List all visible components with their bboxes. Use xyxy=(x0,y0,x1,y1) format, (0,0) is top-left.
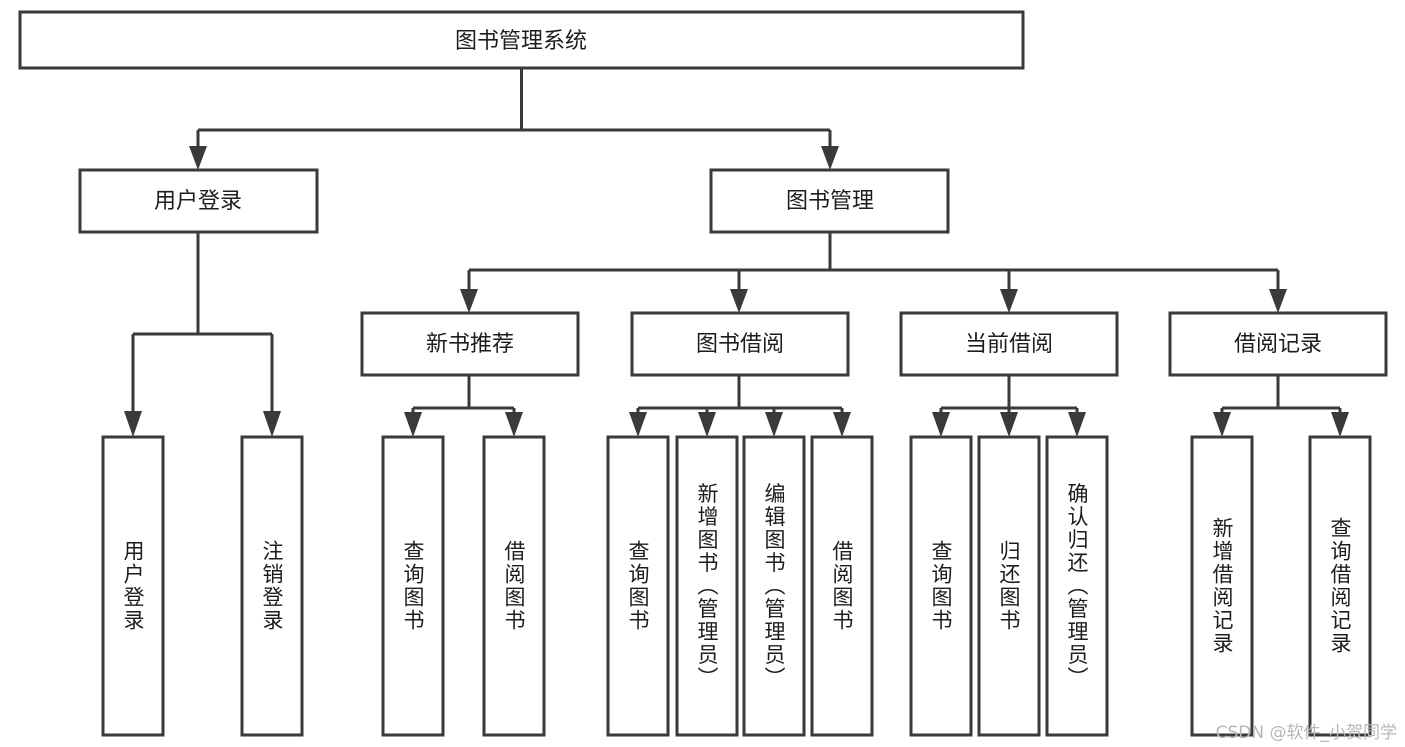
node-leaf-query-record[interactable]: 查询借阅记录 xyxy=(1308,435,1372,737)
arrow-head-leaf-query-book-2 xyxy=(629,412,647,437)
arrow-head-leaf-query-book-1 xyxy=(404,412,422,437)
node-leaf-query-book-1-box[interactable] xyxy=(381,435,445,737)
arrow-head-leaf-edit-book xyxy=(765,412,783,437)
node-leaf-edit-book[interactable]: 编辑图书（管理员） xyxy=(742,435,806,737)
node-new-book-recommend[interactable]: 新书推荐 xyxy=(360,311,580,377)
node-leaf-query-book-3-label: 查询图书 xyxy=(929,540,953,632)
arrow-head-leaf-query-book-3 xyxy=(932,412,950,437)
arrow-head-leaf-borrow-book-2 xyxy=(833,412,851,437)
node-borrow-record-label: 借阅记录 xyxy=(1234,332,1322,357)
node-new-book-recommend-label: 新书推荐 xyxy=(426,332,514,357)
node-root[interactable]: 图书管理系统 xyxy=(18,10,1025,70)
connector-group-root xyxy=(189,68,839,170)
node-root-box[interactable] xyxy=(18,10,1025,70)
node-leaf-add-record[interactable]: 新增借阅记录 xyxy=(1190,435,1254,737)
node-leaf-query-book-2[interactable]: 查询图书 xyxy=(606,435,670,737)
node-user-login-box[interactable] xyxy=(78,168,319,234)
arrow-head-leaf-borrow-book-1 xyxy=(505,412,523,437)
node-leaf-query-book-1[interactable]: 查询图书 xyxy=(381,435,445,737)
arrow-head-leaf-add-record xyxy=(1213,412,1231,437)
node-book-management-label: 图书管理 xyxy=(786,189,874,214)
connector-group-new-book-recommend xyxy=(404,375,523,437)
node-new-book-recommend-box[interactable] xyxy=(360,311,580,377)
arrow-head-leaf-user-login xyxy=(124,411,142,437)
arrow-head-book-management xyxy=(821,146,839,170)
node-leaf-borrow-book-2-label: 借阅图书 xyxy=(830,540,854,632)
node-leaf-borrow-book-2-box[interactable] xyxy=(810,435,874,737)
node-current-borrow-box[interactable] xyxy=(899,311,1119,377)
arrow-head-leaf-user-logout xyxy=(263,411,281,437)
node-leaf-user-login-box[interactable] xyxy=(101,435,165,737)
node-borrow-record[interactable]: 借阅记录 xyxy=(1168,311,1388,377)
node-leaf-add-book-label: 新增图书（管理员） xyxy=(695,483,719,690)
node-book-management[interactable]: 图书管理 xyxy=(709,168,950,234)
node-current-borrow-label: 当前借阅 xyxy=(965,332,1053,357)
node-leaf-return-book[interactable]: 归还图书 xyxy=(977,435,1041,737)
arrow-head-book-borrow xyxy=(730,289,748,313)
node-book-borrow-box[interactable] xyxy=(630,311,850,377)
node-leaf-add-record-box[interactable] xyxy=(1190,435,1254,737)
connector-group-book-management xyxy=(460,232,1287,313)
node-leaf-return-book-label: 归还图书 xyxy=(997,540,1021,632)
connector-group-book-borrow xyxy=(629,375,851,437)
arrow-head-user-login xyxy=(189,146,207,170)
node-leaf-query-book-2-label: 查询图书 xyxy=(626,540,650,632)
node-leaf-user-login[interactable]: 用户登录 xyxy=(101,435,165,737)
node-leaf-borrow-book-2[interactable]: 借阅图书 xyxy=(810,435,874,737)
node-current-borrow[interactable]: 当前借阅 xyxy=(899,311,1119,377)
node-leaf-user-logout-box[interactable] xyxy=(240,435,304,737)
node-leaf-confirm-return-label: 确认归还（管理员） xyxy=(1065,483,1089,690)
arrow-head-leaf-add-book xyxy=(698,412,716,437)
node-leaf-borrow-book-1-label: 借阅图书 xyxy=(502,540,526,632)
node-user-login-label: 用户登录 xyxy=(154,189,242,214)
node-leaf-query-book-1-label: 查询图书 xyxy=(401,540,425,632)
arrow-head-leaf-query-record xyxy=(1331,412,1349,437)
node-user-login[interactable]: 用户登录 xyxy=(78,168,319,234)
arrow-head-borrow-record xyxy=(1269,289,1287,313)
node-leaf-add-book-box[interactable] xyxy=(675,435,739,737)
node-leaf-add-record-label: 新增借阅记录 xyxy=(1210,517,1234,655)
node-leaf-borrow-book-1[interactable]: 借阅图书 xyxy=(482,435,546,737)
node-leaf-confirm-return[interactable]: 确认归还（管理员） xyxy=(1045,435,1109,737)
node-leaf-query-book-3[interactable]: 查询图书 xyxy=(909,435,973,737)
node-leaf-return-book-box[interactable] xyxy=(977,435,1041,737)
node-leaf-query-record-box[interactable] xyxy=(1308,435,1372,737)
arrow-head-leaf-confirm-return xyxy=(1068,412,1086,437)
node-borrow-record-box[interactable] xyxy=(1168,311,1388,377)
node-leaf-borrow-book-1-box[interactable] xyxy=(482,435,546,737)
arrow-head-new-book-recommend xyxy=(460,289,478,313)
node-leaf-user-logout[interactable]: 注销登录 xyxy=(240,435,304,737)
node-book-borrow[interactable]: 图书借阅 xyxy=(630,311,850,377)
node-leaf-query-book-2-box[interactable] xyxy=(606,435,670,737)
node-leaf-edit-book-label: 编辑图书（管理员） xyxy=(762,483,786,690)
node-leaf-query-book-3-box[interactable] xyxy=(909,435,973,737)
node-leaf-confirm-return-box[interactable] xyxy=(1045,435,1109,737)
node-leaf-user-logout-label: 注销登录 xyxy=(260,540,284,632)
node-book-borrow-label: 图书借阅 xyxy=(696,332,784,357)
node-leaf-add-book[interactable]: 新增图书（管理员） xyxy=(675,435,739,737)
node-leaf-user-login-label: 用户登录 xyxy=(121,540,145,632)
node-book-management-box[interactable] xyxy=(709,168,950,234)
connector-group-user-login xyxy=(124,232,281,437)
node-leaf-edit-book-box[interactable] xyxy=(742,435,806,737)
node-leaf-query-record-label: 查询借阅记录 xyxy=(1328,517,1352,655)
arrow-head-current-borrow xyxy=(1000,289,1018,313)
connector-group-borrow-record xyxy=(1213,375,1349,437)
node-root-label: 图书管理系统 xyxy=(455,29,587,54)
connector-group-current-borrow xyxy=(932,375,1086,437)
arrow-head-leaf-return-book xyxy=(1000,412,1018,437)
